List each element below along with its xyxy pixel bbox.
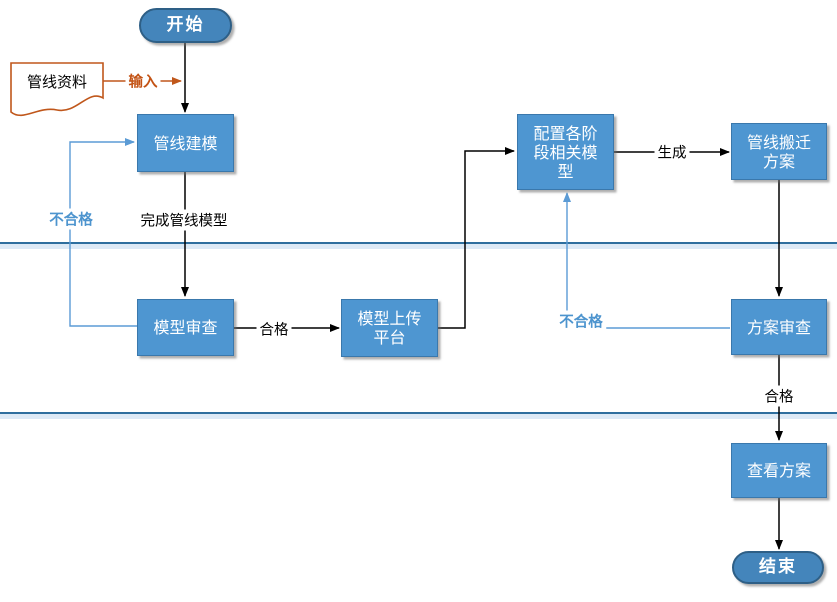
edge-label-qualified-model: 合格 bbox=[256, 318, 292, 340]
node-pipeline-modeling: 管线建模 bbox=[137, 114, 234, 172]
node-start: 开始 bbox=[139, 8, 232, 43]
node-label: 模型上传平台 bbox=[357, 309, 422, 347]
edge-label-generate: 生成 bbox=[654, 141, 690, 163]
node-configure-stage-models: 配置各阶段相关模型 bbox=[517, 114, 614, 190]
node-label: 方案审查 bbox=[746, 317, 811, 337]
node-pipeline-relocation-plan: 管线搬迁方案 bbox=[731, 123, 827, 180]
node-label: 模型审查 bbox=[153, 318, 218, 337]
edge-label-complete-model: 完成管线模型 bbox=[137, 209, 231, 231]
node-end: 结束 bbox=[732, 551, 824, 584]
lane-divider-1 bbox=[0, 242, 837, 249]
node-label: 管线资料 bbox=[26, 73, 87, 91]
node-label: 开始 bbox=[166, 15, 205, 35]
edge-model-review-rework-feedback bbox=[69, 138, 137, 327]
edge-label-rework-model: 不合格 bbox=[46, 208, 96, 230]
edge-label-qualified-plan: 合格 bbox=[761, 385, 797, 407]
node-view-plan: 查看方案 bbox=[731, 443, 827, 498]
document-outline bbox=[10, 62, 104, 117]
document-shape bbox=[10, 62, 104, 117]
node-label: 结束 bbox=[759, 557, 797, 577]
node-plan-review: 方案审查 bbox=[731, 299, 827, 355]
node-label: 查看方案 bbox=[746, 461, 811, 480]
node-model-review: 模型审查 bbox=[137, 299, 234, 356]
node-label: 配置各阶段相关模型 bbox=[533, 123, 598, 181]
node-model-upload-platform: 模型上传平台 bbox=[341, 299, 438, 357]
edge-label-rework-plan: 不合格 bbox=[556, 310, 606, 332]
edge-plan-review-rework-feedback bbox=[563, 192, 730, 329]
node-label: 管线搬迁方案 bbox=[746, 132, 811, 171]
lane-divider-2 bbox=[0, 412, 837, 419]
edge-upload-to-configure bbox=[438, 147, 515, 329]
node-label: 管线建模 bbox=[153, 133, 218, 153]
node-pipeline-data: 管线资料 bbox=[10, 62, 104, 120]
edge-label-input: 输入 bbox=[125, 70, 161, 92]
